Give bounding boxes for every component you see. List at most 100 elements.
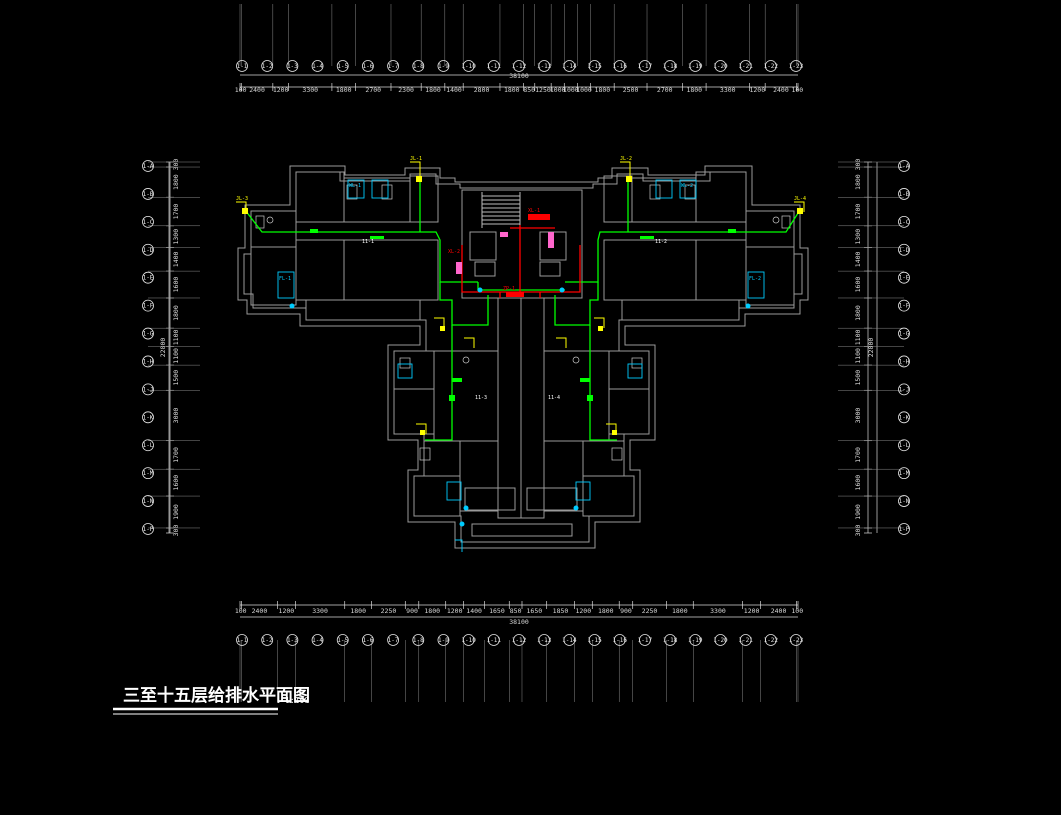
axis-bubble bbox=[462, 634, 475, 646]
axis-bubble bbox=[714, 60, 727, 72]
axis-label: 1-10 bbox=[461, 637, 476, 644]
dim-value: 1800 bbox=[336, 86, 352, 94]
axis-bubble bbox=[664, 634, 676, 646]
dim-value: 300 bbox=[854, 525, 862, 537]
dim-value: 1800 bbox=[172, 305, 180, 321]
axis-label: 1-20 bbox=[713, 63, 728, 70]
left-dimension-chain: 3001800170013001400160018001100110015003… bbox=[142, 159, 200, 537]
axis-bubble bbox=[898, 215, 910, 228]
axis-bubble bbox=[142, 411, 154, 424]
dim-value: 1200 bbox=[744, 607, 760, 615]
dim-value: 1250 bbox=[535, 86, 551, 94]
axis-bubble bbox=[142, 355, 154, 368]
dim-value: 1300 bbox=[854, 229, 862, 245]
axis-bubble bbox=[764, 60, 777, 72]
dim-value: 1650 bbox=[527, 607, 543, 615]
axis-label: 1-L bbox=[143, 442, 154, 449]
axis-label: 1-N bbox=[143, 498, 154, 505]
axis-label: 1-11 bbox=[487, 63, 502, 70]
pipe-tag: XL-2 bbox=[448, 249, 460, 255]
drain-tags bbox=[277, 179, 765, 552]
dim-value: 1600 bbox=[854, 475, 862, 491]
dim-value: 300 bbox=[172, 525, 180, 537]
dim-value: 1600 bbox=[172, 277, 180, 293]
axis-bubble bbox=[739, 634, 752, 646]
pipe-tag-labels: JL-1 JL-2 JL-3 JL-4 WL-1 WL-2 FL-1 FL-2 … bbox=[236, 156, 806, 292]
axis-bubble bbox=[142, 215, 154, 228]
dim-value: 850 bbox=[523, 86, 535, 94]
axis-label: 1-B bbox=[899, 191, 910, 198]
axis-bubble bbox=[563, 634, 576, 646]
drawing-title: 三至十五层给排水平面图 bbox=[123, 686, 310, 706]
dim-value: 1800 bbox=[504, 86, 520, 94]
dim-value: 1400 bbox=[854, 251, 862, 267]
dim-value: 1000 bbox=[550, 86, 566, 94]
axis-label: 1-7 bbox=[388, 637, 399, 644]
axis-label: 1-20 bbox=[713, 637, 728, 644]
axis-bubble bbox=[739, 60, 752, 72]
axis-bubble bbox=[764, 634, 777, 646]
dim-value: 1600 bbox=[854, 277, 862, 293]
dim-value: 1800 bbox=[425, 86, 441, 94]
axis-label: 1-6 bbox=[362, 637, 373, 644]
axis-bubble bbox=[286, 60, 299, 72]
dim-value: 1800 bbox=[686, 86, 702, 94]
dim-value: 1100 bbox=[854, 348, 862, 364]
axis-label: 1-E bbox=[143, 275, 154, 282]
dim-value: 1400 bbox=[172, 251, 180, 267]
unit-label-2: 11-2 bbox=[655, 239, 667, 245]
axis-label: 1-8 bbox=[413, 637, 424, 644]
dim-value: 3300 bbox=[302, 86, 318, 94]
axis-bubble bbox=[588, 634, 601, 646]
dim-value: 1200 bbox=[279, 607, 295, 615]
dim-value: 1800 bbox=[424, 607, 440, 615]
dim-value: 300 bbox=[854, 159, 862, 171]
axis-bubble bbox=[142, 467, 154, 480]
axis-label: 1-J bbox=[899, 386, 910, 393]
axis-bubble bbox=[563, 60, 576, 72]
axis-label: 1-9 bbox=[438, 637, 449, 644]
axis-bubble bbox=[387, 634, 399, 646]
axis-label: 1-K bbox=[899, 414, 910, 421]
axis-bubble bbox=[689, 634, 702, 646]
building-walls bbox=[237, 165, 809, 549]
dim-value: 100 bbox=[235, 607, 247, 615]
axis-label: 1-16 bbox=[613, 637, 628, 644]
axis-bubble bbox=[898, 299, 910, 312]
pipe-tag: WL-2 bbox=[681, 183, 693, 189]
axis-label: 1-M bbox=[899, 470, 910, 477]
dim-value: 1700 bbox=[172, 204, 180, 220]
axis-label: 1-10 bbox=[461, 63, 476, 70]
axis-bubble bbox=[898, 411, 910, 424]
axis-bubble bbox=[236, 634, 248, 646]
dim-value: 1100 bbox=[172, 348, 180, 364]
axis-label: 1-13 bbox=[537, 63, 552, 70]
dim-value: 1700 bbox=[854, 447, 862, 463]
dim-value: 1800 bbox=[672, 607, 688, 615]
axis-label: 1-14 bbox=[562, 637, 577, 644]
axis-bubble bbox=[142, 523, 154, 535]
dim-value: 2400 bbox=[771, 607, 787, 615]
axis-bubble bbox=[898, 160, 910, 172]
axis-label: 1-1 bbox=[237, 63, 248, 70]
dim-value: 1800 bbox=[595, 86, 611, 94]
axis-label: 1-8 bbox=[413, 63, 424, 70]
dim-value: 1000 bbox=[576, 86, 592, 94]
axis-label: 1-4 bbox=[312, 637, 323, 644]
axis-label: 1-14 bbox=[562, 63, 577, 70]
axis-bubble bbox=[387, 60, 399, 72]
axis-bubble bbox=[898, 355, 910, 368]
axis-bubble bbox=[336, 60, 349, 72]
axis-bubble bbox=[286, 634, 299, 646]
axis-label: 1-D bbox=[899, 247, 910, 254]
axis-bubble bbox=[898, 495, 910, 507]
dim-value: 1200 bbox=[273, 86, 289, 94]
dim-value: 1900 bbox=[854, 504, 862, 520]
pipe-tag: ZP-1 bbox=[503, 286, 515, 292]
dim-value: 900 bbox=[620, 607, 632, 615]
axis-label: 1-19 bbox=[688, 637, 703, 644]
axis-label: 1-F bbox=[143, 303, 154, 310]
right-dimension-chain: 3001800170013001400160018001100110015003… bbox=[838, 159, 910, 537]
dim-value: 3300 bbox=[720, 86, 736, 94]
dim-value: 3000 bbox=[172, 408, 180, 424]
